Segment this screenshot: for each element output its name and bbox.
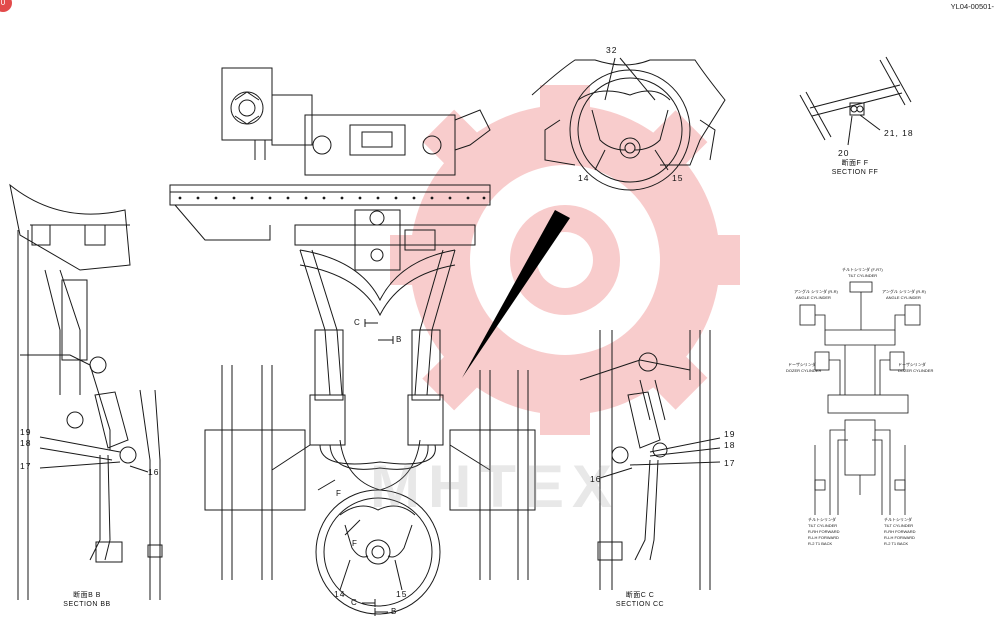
document-id: YL04-00501-	[950, 2, 994, 11]
section-marker-f-left: F	[336, 489, 341, 498]
watermark-logo	[390, 85, 740, 435]
schematic-legend-right-0: チルトシリンダ	[884, 517, 912, 522]
section-bb-subtitle: SECTION BB	[63, 601, 111, 608]
main-assembly	[169, 67, 536, 616]
schematic-legend-right-3: R-LH FORWARD	[884, 535, 915, 540]
schematic-label-tilt-jp: チルトシリンダ (F-R7)	[842, 267, 883, 272]
schematic-label-dozer-right-en: DOZER CYLINDER	[898, 368, 934, 373]
part-label-16-cc: 16	[590, 474, 602, 484]
schematic-label-angle-right-jp: アングル シリンダ (R-R)	[882, 289, 926, 294]
part-label-17-cc: 17	[724, 458, 736, 468]
section-ff-subtitle: SECTION FF	[831, 169, 879, 176]
section-ff-detail	[799, 56, 912, 146]
part-label-15-top: 15	[672, 173, 684, 183]
schematic-legend-left-1: TILT CYLINDER	[808, 523, 838, 528]
section-marker-b-lower: B	[391, 607, 397, 616]
schematic-label-dozer-left-jp: ドーザシリンダ	[788, 362, 816, 367]
schematic-legend-right-1: TILT CYLINDER	[884, 523, 914, 528]
schematic-label-dozer-right-jp: ドーザシリンダ	[898, 362, 926, 367]
section-ff-title: 断面F F	[841, 160, 869, 167]
schematic-label-angle-left-jp: アングル シリンダ (R-R)	[794, 289, 838, 294]
top-circular-detail	[531, 57, 726, 191]
schematic-legend-left-3: R-LH FORWARD	[808, 535, 839, 540]
part-label-14-top: 14	[578, 173, 590, 183]
hydraulic-schematic	[799, 281, 921, 515]
section-marker-b-upper: B	[396, 335, 402, 344]
schematic-label-angle-left-en: ANGLE CYLINDER	[796, 295, 831, 300]
schematic-label-dozer-left-en: DOZER CYLINDER	[786, 368, 822, 373]
part-label-20: 20	[838, 148, 850, 158]
section-cc-detail	[579, 330, 721, 590]
schematic-legend-left-4: R-2 T1 BACK	[808, 541, 833, 546]
part-label-16-bb: 16	[148, 467, 160, 477]
part-label-21-18: 21, 18	[884, 128, 914, 138]
section-marker-c-upper: C	[354, 318, 360, 327]
watermark-text: MHTEX	[370, 453, 620, 520]
section-bb-detail	[9, 183, 163, 600]
part-label-32: 32	[606, 45, 618, 55]
schematic-label-angle-right-en: ANGLE CYLINDER	[886, 295, 921, 300]
part-label-19-bb: 19	[20, 427, 32, 437]
schematic-legend-left-2: R-RH FORWARD	[808, 529, 840, 534]
part-label-18-cc: 18	[724, 440, 736, 450]
section-cc-subtitle: SECTION CC	[615, 601, 665, 608]
part-label-15-main: 15	[396, 589, 408, 599]
rail-holes	[178, 196, 486, 200]
schematic-label-tilt-en: TILT CYLINDER	[848, 273, 878, 278]
part-label-19-cc: 19	[724, 429, 736, 439]
part-label-14-main: 14	[334, 589, 346, 599]
pointer-wedge	[462, 210, 570, 378]
section-cc-title: 断面C C	[625, 592, 655, 599]
page-badge: 0	[0, 0, 12, 12]
section-bb-title: 断面B B	[73, 592, 101, 599]
part-label-18-bb: 18	[20, 438, 32, 448]
section-marker-c-lower: C	[351, 598, 357, 607]
part-label-17-bb: 17	[20, 461, 32, 471]
section-marker-f-lower: F	[352, 539, 357, 548]
schematic-legend-right-4: R-2 T1 BACK	[884, 541, 909, 546]
schematic-legend-right-2: R-RH FORWARD	[884, 529, 916, 534]
schematic-legend-left-0: チルトシリンダ	[808, 517, 836, 522]
